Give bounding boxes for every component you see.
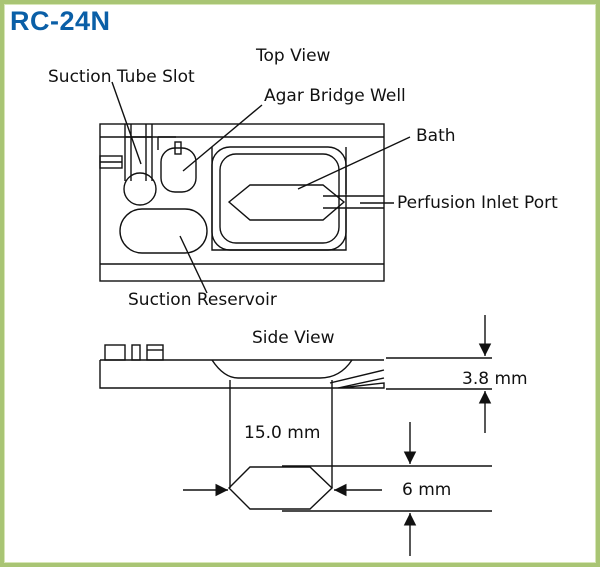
suction-tube-circle xyxy=(123,172,157,206)
label-suction-tube-slot: Suction Tube Slot xyxy=(48,67,195,87)
agar-bridge-well-shape xyxy=(160,147,197,193)
label-suction-reservoir: Suction Reservoir xyxy=(128,290,277,310)
label-bath: Bath xyxy=(416,126,456,146)
side-tab-1 xyxy=(104,344,126,361)
leader-suction-reservoir xyxy=(179,235,208,294)
side-view-heading: Side View xyxy=(252,328,335,348)
leader-suction-tube-slot xyxy=(111,81,142,165)
side-body-bottom xyxy=(99,360,385,389)
side-bath-recess xyxy=(211,359,353,379)
side-tab-2 xyxy=(131,344,141,361)
bath-outer xyxy=(211,146,347,251)
bath-outer-wall xyxy=(211,147,347,251)
agar-channel xyxy=(157,136,176,150)
side-inlet-slope xyxy=(329,369,385,389)
suction-reservoir-shape xyxy=(119,208,208,254)
footprint-diamond xyxy=(228,466,334,510)
diagram-title: RC-24N xyxy=(10,6,111,36)
bath-diamond xyxy=(227,184,346,221)
label-perfusion-inlet-port: Perfusion Inlet Port xyxy=(397,193,558,213)
leader-bath xyxy=(297,136,411,190)
height-dimension-label: 3.8 mm xyxy=(462,369,528,389)
top-view-drawing xyxy=(99,81,411,294)
top-view-heading: Top View xyxy=(255,46,331,66)
width-dimension-label: 6 mm xyxy=(402,480,451,500)
label-agar-bridge-well: Agar Bridge Well xyxy=(264,86,406,106)
side-tab-3 xyxy=(146,344,164,361)
length-dimension-label: 15.0 mm xyxy=(244,423,320,443)
bath-inner xyxy=(219,153,340,244)
side-view-drawing xyxy=(99,315,492,556)
leader-agar-bridge-well xyxy=(182,104,263,172)
